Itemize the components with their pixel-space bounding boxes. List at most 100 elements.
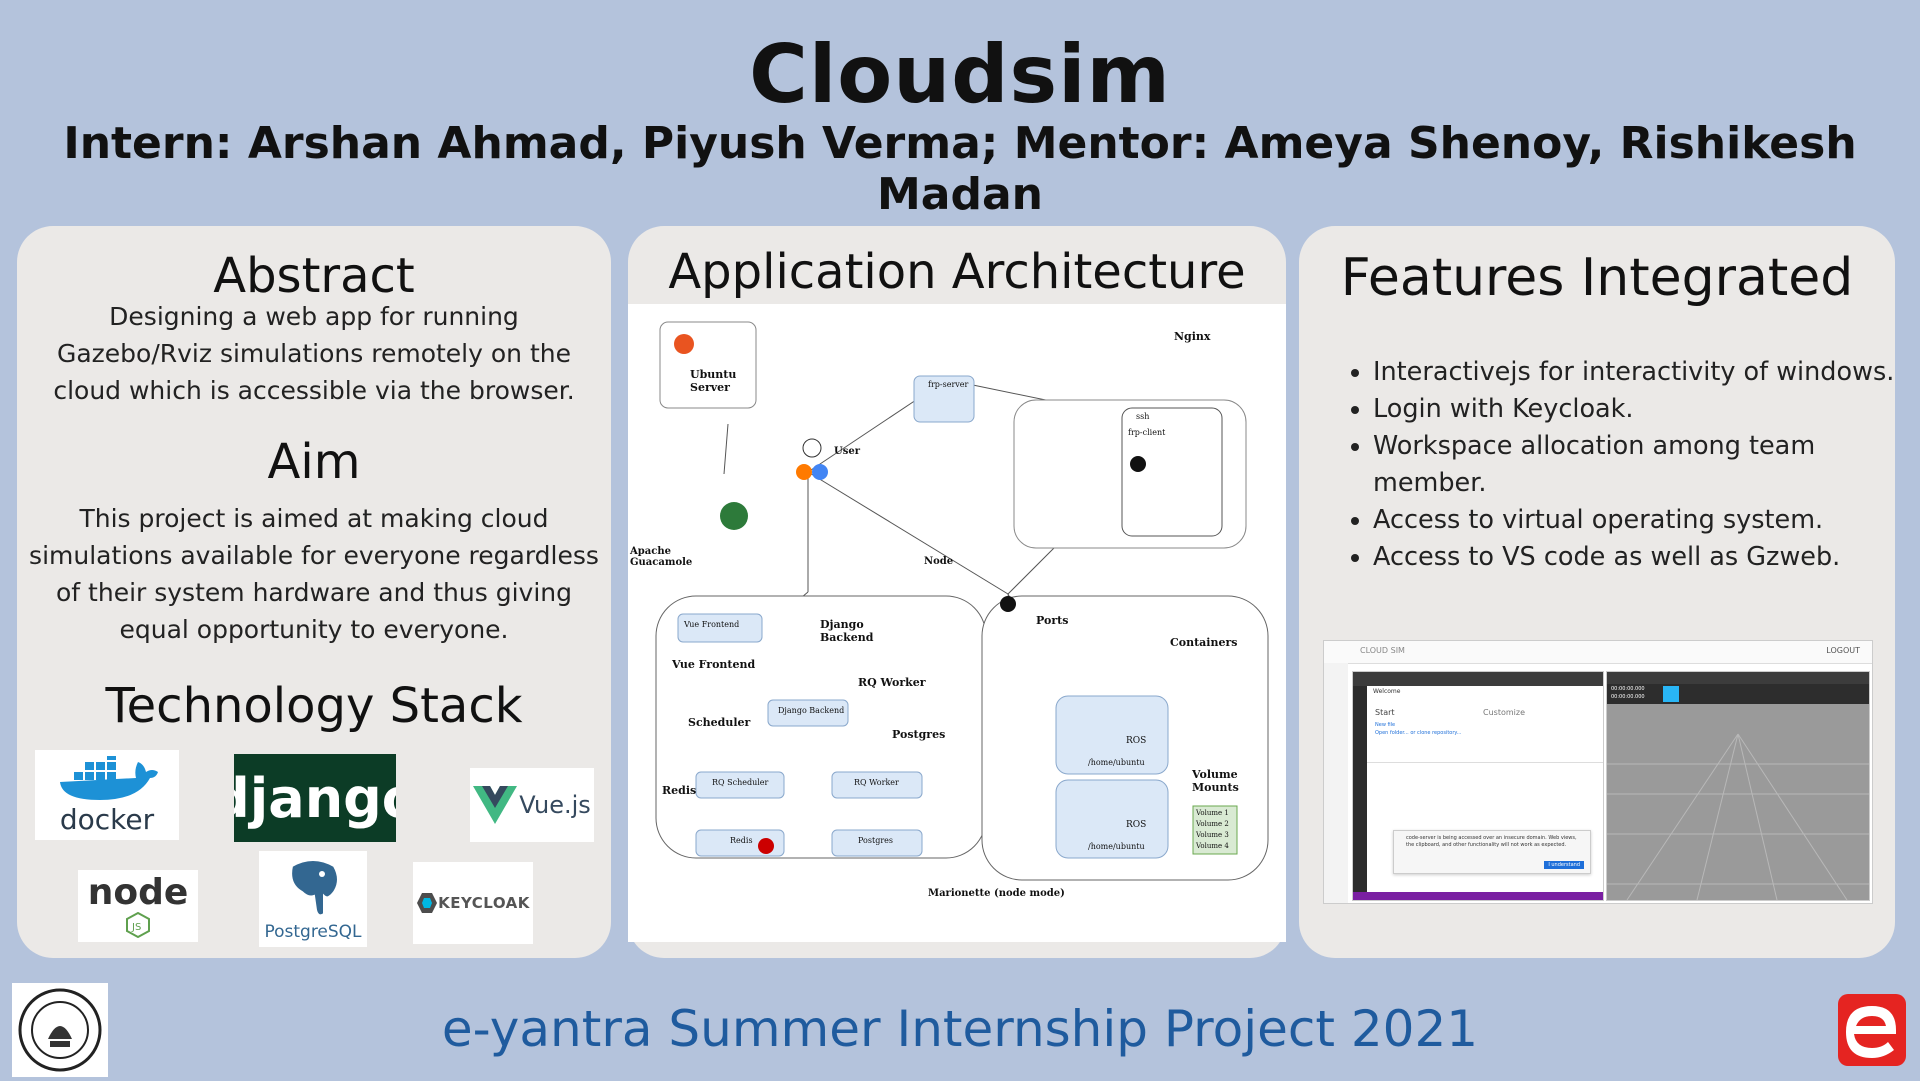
diagram-postgres-box: Postgres bbox=[858, 836, 893, 845]
diagram-django-backend: Django Backend bbox=[820, 618, 874, 644]
vscode-understand-button[interactable]: I understand bbox=[1544, 861, 1584, 869]
postgresql-logo-text: PostgreSQL bbox=[264, 922, 362, 942]
django-logo-text: django bbox=[234, 766, 396, 830]
iit-seal-icon bbox=[18, 988, 102, 1072]
screenshot-logout: LOGOUT bbox=[1826, 646, 1860, 655]
svg-text:JS: JS bbox=[131, 922, 141, 933]
gzweb-select-tool-icon[interactable] bbox=[1663, 686, 1679, 702]
screenshot-sidebar bbox=[1324, 663, 1348, 903]
keycloak-icon bbox=[417, 893, 438, 913]
vue-logo: Vue.js bbox=[470, 768, 594, 842]
diagram-django-box: Django Backend bbox=[778, 706, 845, 715]
poster-subtitle: Intern: Arshan Ahmad, Piyush Verma; Ment… bbox=[63, 118, 1857, 220]
docker-logo-text: docker bbox=[59, 803, 155, 836]
diagram-user: User bbox=[834, 446, 860, 457]
vscode-open-folder: Open folder... or clone repository... bbox=[1375, 730, 1462, 736]
architecture-diagram: Ubuntu Server User frp-server ssh frp-cl… bbox=[628, 304, 1286, 942]
diagram-vue-frontend: Vue Frontend bbox=[672, 658, 756, 671]
vscode-statusbar bbox=[1353, 892, 1603, 900]
diagram-volume-mounts: Volume Mounts bbox=[1192, 768, 1239, 794]
vue-logo-text: Vue.js bbox=[519, 791, 591, 819]
architecture-heading: Application Architecture bbox=[668, 244, 1246, 300]
feature-item: Login with Keycloak. bbox=[1373, 391, 1913, 428]
postgresql-elephant-icon bbox=[290, 859, 339, 917]
screenshot-gzweb-window: 00:00:00.000 00:00:00.000 bbox=[1606, 671, 1870, 901]
abstract-heading: Abstract bbox=[213, 248, 415, 304]
vscode-notice-text: code-server is being accessed over an in… bbox=[1406, 835, 1577, 848]
diagram-frp-server: frp-server bbox=[928, 380, 969, 389]
cloudsim-screenshot: CLOUD SIM LOGOUT Welcome Start Customize… bbox=[1323, 640, 1873, 904]
diagram-volumes: Volume 1 Volume 2 Volume 3 Volume 4 bbox=[1196, 808, 1229, 852]
diagram-vue-box: Vue Frontend bbox=[684, 620, 740, 629]
diagram-volume-3: Volume 3 bbox=[1196, 831, 1229, 839]
diagram-ssh: ssh bbox=[1136, 412, 1150, 421]
keycloak-logo-text: KEYCLOAK bbox=[438, 894, 530, 912]
feature-item: Interactivejs for interactivity of windo… bbox=[1373, 354, 1913, 391]
django-logo: django bbox=[234, 754, 396, 842]
left-panel: Abstract Designing a web app for running… bbox=[17, 226, 611, 958]
eyantra-e-icon bbox=[1846, 1006, 1896, 1058]
diagram-redis: Redis bbox=[662, 784, 697, 797]
screenshot-vscode-window: Welcome Start Customize New file Open fo… bbox=[1352, 671, 1604, 901]
features-heading: Features Integrated bbox=[1340, 248, 1854, 308]
nodejs-logo: node JS bbox=[78, 870, 198, 942]
feature-item: Access to VS code as well as Gzweb. bbox=[1373, 539, 1913, 576]
diagram-home-ubuntu-1: /home/ubuntu bbox=[1088, 758, 1145, 767]
tech-stack-heading: Technology Stack bbox=[105, 678, 523, 734]
vscode-tab: Welcome bbox=[1373, 688, 1401, 695]
features-list: Interactivejs for interactivity of windo… bbox=[1343, 354, 1913, 576]
screenshot-app-name: CLOUD SIM bbox=[1360, 646, 1405, 655]
diagram-nginx: Nginx bbox=[1174, 330, 1211, 343]
diagram-frp-client: frp-client bbox=[1128, 428, 1166, 437]
diagram-home-ubuntu-2: /home/ubuntu bbox=[1088, 842, 1145, 851]
gzweb-titlebar bbox=[1607, 672, 1869, 684]
diagram-node: Node bbox=[924, 556, 954, 567]
eyantra-logo bbox=[1838, 994, 1906, 1066]
vscode-start: Start bbox=[1375, 708, 1395, 717]
diagram-apache: Apache Guacamole bbox=[630, 546, 693, 568]
feature-item: Access to virtual operating system. bbox=[1373, 502, 1913, 539]
diagram-rq-worker: RQ Worker bbox=[858, 676, 926, 689]
diagram-volume-1: Volume 1 bbox=[1196, 809, 1229, 817]
gzweb-timer-2: 00:00:00.000 bbox=[1611, 694, 1645, 700]
diagram-rq-worker-box: RQ Worker bbox=[854, 778, 899, 787]
diagram-volume-2: Volume 2 bbox=[1196, 820, 1229, 828]
nodejs-logo-text: node bbox=[87, 872, 189, 913]
vscode-titlebar bbox=[1353, 672, 1603, 686]
diagram-postgres: Postgres bbox=[892, 728, 946, 741]
iit-bombay-logo bbox=[12, 983, 108, 1077]
aim-heading: Aim bbox=[267, 434, 361, 490]
diagram-volume-4: Volume 4 bbox=[1196, 842, 1229, 850]
diagram-marionette: Marionette (node mode) bbox=[928, 888, 1065, 899]
diagram-ros-2: ROS bbox=[1126, 820, 1147, 830]
diagram-containers: Containers bbox=[1170, 636, 1238, 649]
diagram-ubuntu-server: Ubuntu Server bbox=[690, 368, 737, 394]
aim-text: This project is aimed at making cloud si… bbox=[29, 504, 599, 644]
vscode-new-file: New file bbox=[1375, 722, 1396, 728]
gzweb-timer-1: 00:00:00.000 bbox=[1611, 686, 1645, 692]
poster-title: Cloudsim bbox=[749, 28, 1171, 121]
diagram-ports: Ports bbox=[1036, 614, 1069, 627]
vue-icon bbox=[473, 786, 518, 824]
docker-whale-icon bbox=[60, 756, 158, 800]
diagram-ros-1: ROS bbox=[1126, 736, 1147, 746]
vscode-notification: code-server is being accessed over an in… bbox=[1393, 830, 1591, 874]
feature-item: Workspace allocation among team member. bbox=[1373, 428, 1913, 502]
footer-text: e-yantra Summer Internship Project 2021 bbox=[441, 1000, 1479, 1058]
right-panel: Features Integrated Interactivejs for in… bbox=[1299, 226, 1895, 958]
postgresql-logo: PostgreSQL bbox=[259, 851, 367, 947]
diagram-scheduler: Scheduler bbox=[688, 716, 751, 729]
gzweb-grid bbox=[1607, 733, 1869, 900]
keycloak-logo: KEYCLOAK bbox=[413, 862, 533, 944]
architecture-lines bbox=[655, 321, 1269, 881]
middle-panel: Application Architecture bbox=[628, 226, 1286, 958]
diagram-redis-box: Redis bbox=[730, 836, 753, 845]
diagram-rq-scheduler-box: RQ Scheduler bbox=[712, 778, 769, 787]
vscode-activitybar bbox=[1353, 686, 1367, 900]
vscode-customize: Customize bbox=[1483, 708, 1525, 717]
docker-logo: docker bbox=[35, 750, 179, 840]
gzweb-toolbar: 00:00:00.000 00:00:00.000 bbox=[1607, 684, 1869, 704]
abstract-text: Designing a web app for running Gazebo/R… bbox=[53, 302, 575, 405]
nodejs-hexagon-icon: JS bbox=[126, 912, 150, 938]
screenshot-topbar: CLOUD SIM LOGOUT bbox=[1324, 641, 1872, 664]
